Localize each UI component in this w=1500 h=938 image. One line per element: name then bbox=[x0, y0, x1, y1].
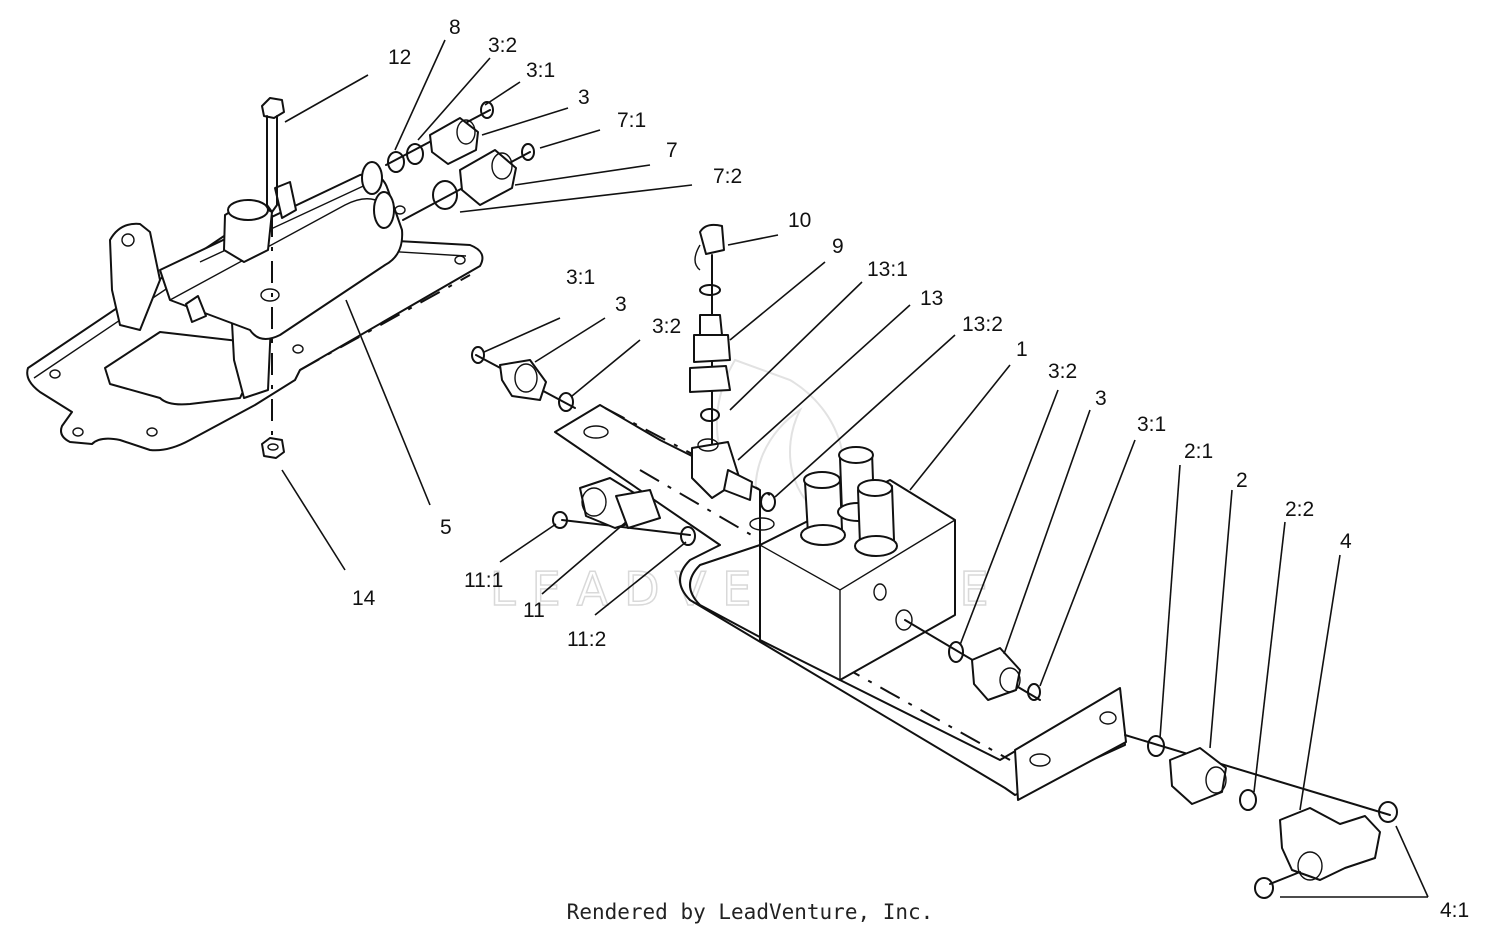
test-port-9 bbox=[693, 334, 731, 363]
oring-2-1 bbox=[1147, 735, 1165, 757]
callout-13-1: 13:1 bbox=[867, 258, 908, 281]
callout-11-2: 11:2 bbox=[567, 628, 606, 651]
valve-assembly bbox=[109, 161, 404, 399]
callout-2-2: 2:2 bbox=[1285, 498, 1314, 521]
fitting-2 bbox=[1169, 747, 1227, 805]
callout-10: 10 bbox=[788, 209, 811, 232]
callout-9: 9 bbox=[832, 235, 844, 258]
callout-7-2: 7:2 bbox=[713, 165, 742, 188]
leader-lines bbox=[281, 39, 1429, 898]
oring-7-2 bbox=[432, 180, 458, 210]
plate-center-line bbox=[299, 274, 471, 371]
manifold-right-fitting bbox=[904, 619, 1041, 701]
callout-8: 8 bbox=[449, 16, 461, 39]
callout-4-1: 4:1 bbox=[1440, 899, 1469, 922]
callout-3-1-mid: 3:1 bbox=[566, 266, 595, 289]
callout-4: 4 bbox=[1340, 530, 1352, 553]
callout-3-2: 3:2 bbox=[488, 34, 517, 57]
callout-2: 2 bbox=[1236, 469, 1248, 492]
oring-3-1-top bbox=[480, 101, 494, 119]
callout-14: 14 bbox=[352, 587, 376, 610]
dust-cap-10 bbox=[699, 223, 725, 255]
elbow-fitting-4 bbox=[1279, 807, 1381, 881]
callout-12: 12 bbox=[388, 46, 411, 69]
callout-13: 13 bbox=[920, 287, 943, 310]
elbow-fitting-11 bbox=[552, 477, 696, 546]
oring-8 bbox=[387, 151, 405, 173]
callout-7: 7 bbox=[666, 139, 678, 162]
footer-credit: Rendered by LeadVenture, Inc. bbox=[566, 900, 934, 924]
fitting-7 bbox=[459, 149, 517, 206]
oring-2-2 bbox=[1239, 789, 1257, 811]
test-port-assembly bbox=[689, 223, 776, 512]
oring-7-1 bbox=[521, 143, 535, 161]
cartridge-valves bbox=[800, 446, 898, 557]
callout-3-1: 3:1 bbox=[526, 59, 555, 82]
manifold-block-1 bbox=[759, 446, 956, 681]
callout-3-2-right: 3:2 bbox=[1048, 360, 1077, 383]
outlet-fittings bbox=[1124, 734, 1398, 899]
callout-3: 3 bbox=[578, 86, 590, 109]
callout-2-1: 2:1 bbox=[1184, 440, 1213, 463]
callout-1: 1 bbox=[1016, 338, 1028, 361]
callout-3-mid: 3 bbox=[615, 293, 627, 316]
callout-13-2: 13:2 bbox=[962, 313, 1003, 336]
nut-14 bbox=[261, 437, 285, 459]
oring-3-2-top bbox=[406, 143, 424, 165]
callout-3-right: 3 bbox=[1095, 387, 1107, 410]
oring-13-1 bbox=[700, 408, 720, 422]
callout-3-2-mid: 3:2 bbox=[652, 315, 681, 338]
callout-11-1: 11:1 bbox=[464, 569, 503, 592]
callout-3-1-right: 3:1 bbox=[1137, 413, 1166, 436]
callout-7-1: 7:1 bbox=[617, 109, 646, 132]
oring-13-2 bbox=[760, 492, 776, 512]
middle-left-fitting bbox=[471, 346, 576, 412]
callout-labels: 12 8 3:2 3:1 3 7:1 7 7:2 10 9 13:1 13 13… bbox=[352, 16, 1469, 922]
callout-11: 11 bbox=[523, 599, 545, 622]
callout-5: 5 bbox=[440, 516, 452, 539]
fitting-3-top bbox=[429, 117, 479, 165]
bolt-12 bbox=[261, 97, 285, 213]
upper-fittings bbox=[385, 101, 535, 221]
